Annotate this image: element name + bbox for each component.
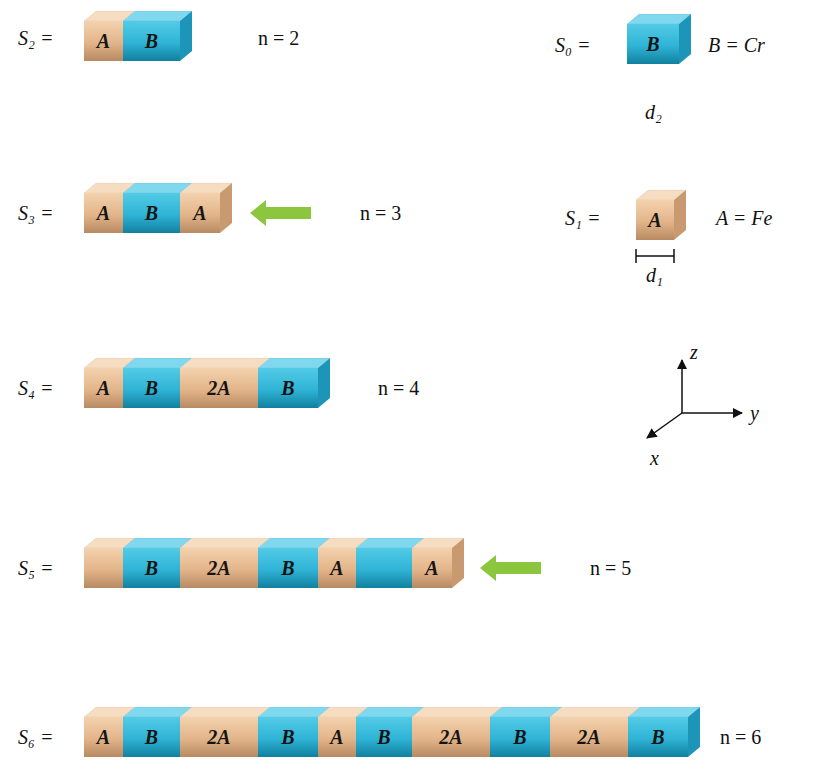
block-letter: 2A: [207, 377, 230, 400]
element-block: B: [258, 368, 318, 408]
element-block: A: [180, 193, 220, 233]
label: d₁: [646, 264, 663, 287]
label: S₂ =: [18, 27, 53, 50]
block-letter: A: [97, 726, 110, 749]
block-side-face: [220, 183, 232, 233]
block-letter: A: [425, 557, 438, 580]
element-block: A: [84, 717, 123, 757]
block-letter: B: [281, 557, 294, 580]
label: z: [690, 341, 698, 364]
green-arrow: [250, 200, 311, 226]
label: n = 6: [720, 726, 761, 749]
block-side-face: [674, 190, 686, 240]
element-block: 2A: [180, 368, 258, 408]
label: d₂: [645, 101, 662, 124]
block-side-face: [318, 358, 330, 408]
label: S₄ =: [18, 377, 53, 400]
label: A = Fe: [716, 207, 772, 230]
block-top-face: [180, 707, 270, 717]
block-top-face: [123, 11, 192, 21]
label: y: [750, 402, 759, 425]
block-letter: B: [646, 33, 659, 56]
block-top-face: [412, 707, 502, 717]
block-letter: A: [97, 202, 110, 225]
element-block: B: [123, 21, 180, 61]
element-block: B: [123, 717, 180, 757]
element-block: B: [123, 548, 180, 588]
label: B = Cr: [708, 34, 765, 57]
label: n = 5: [590, 557, 631, 580]
element-block: A: [84, 193, 123, 233]
block-side-face: [688, 707, 700, 757]
label: S₃ =: [18, 202, 53, 225]
element-block: A: [318, 548, 356, 588]
block-letter: 2A: [577, 726, 600, 749]
block-letter: A: [648, 209, 661, 232]
block-top-face: [490, 707, 562, 717]
element-block: B: [628, 717, 688, 757]
block-top-face: [258, 707, 330, 717]
block-letter: B: [145, 557, 158, 580]
element-block: B: [490, 717, 550, 757]
dimension-line: [636, 249, 674, 263]
block-letter: B: [651, 726, 664, 749]
block-top-face: [258, 358, 330, 368]
block-side-face: [679, 14, 691, 64]
element-block: B: [123, 193, 180, 233]
unlabeled-block: [84, 548, 123, 588]
block-letter: 2A: [207, 726, 230, 749]
block-letter: B: [145, 726, 158, 749]
element-block: B: [627, 24, 679, 64]
element-block: 2A: [180, 717, 258, 757]
block-letter: A: [330, 726, 343, 749]
block-top-face: [628, 707, 700, 717]
label: S₅ =: [18, 557, 53, 580]
block-letter: B: [377, 726, 390, 749]
element-block: A: [84, 368, 123, 408]
block-letter: 2A: [439, 726, 462, 749]
block-top-face: [180, 538, 270, 548]
label: S₆ =: [18, 726, 53, 749]
element-block: A: [84, 21, 123, 61]
element-block: B: [258, 717, 318, 757]
element-block: A: [412, 548, 452, 588]
label: n = 4: [378, 377, 419, 400]
element-block: A: [636, 200, 674, 240]
block-top-face: [180, 358, 270, 368]
block-letter: B: [145, 30, 158, 53]
block-letter: B: [281, 726, 294, 749]
block-side-face: [452, 538, 464, 588]
element-block: B: [258, 548, 318, 588]
block-side-face: [180, 11, 192, 61]
block-letter: A: [330, 557, 343, 580]
unlabeled-block: [356, 548, 412, 588]
element-block: 2A: [180, 548, 258, 588]
block-top-face: [258, 538, 330, 548]
element-block: B: [356, 717, 412, 757]
element-block: B: [123, 368, 180, 408]
label: x: [650, 447, 659, 470]
block-letter: A: [193, 202, 206, 225]
block-letter: B: [145, 202, 158, 225]
element-block: 2A: [412, 717, 490, 757]
label: n = 3: [360, 202, 401, 225]
label: n = 2: [258, 27, 299, 50]
green-arrow: [480, 555, 541, 581]
axes: [647, 360, 742, 438]
element-block: A: [318, 717, 356, 757]
block-letter: A: [97, 377, 110, 400]
element-block: 2A: [550, 717, 628, 757]
block-letter: B: [513, 726, 526, 749]
block-letter: 2A: [207, 557, 230, 580]
label: S₀ =: [555, 34, 590, 57]
label: S₁ =: [565, 207, 600, 230]
block-letter: B: [145, 377, 158, 400]
block-letter: A: [97, 30, 110, 53]
block-letter: B: [281, 377, 294, 400]
block-top-face: [550, 707, 640, 717]
